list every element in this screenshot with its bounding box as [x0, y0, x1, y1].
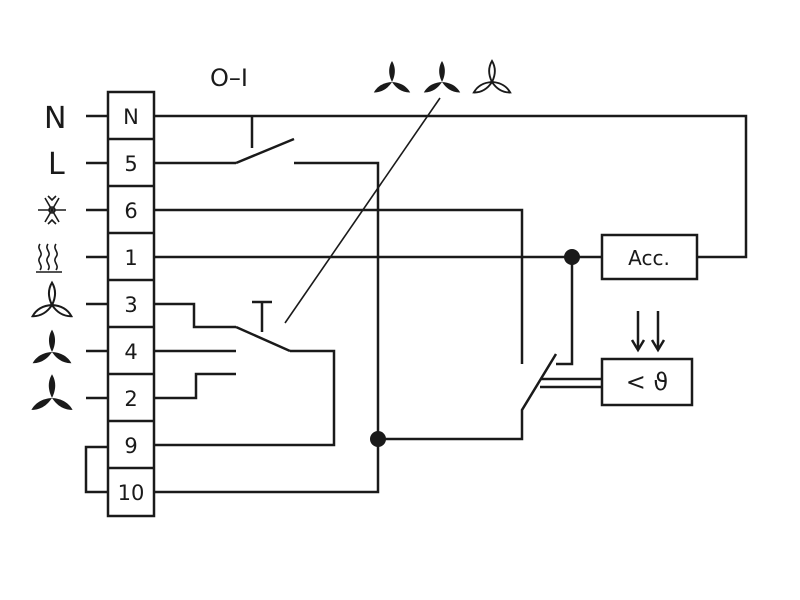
terminal-label: 6: [124, 199, 137, 223]
terminal-label: 9: [124, 434, 137, 458]
live-label: L: [48, 147, 65, 182]
junction-dot: [370, 431, 386, 447]
wiring: [154, 97, 748, 494]
sensor-box: [600, 357, 694, 407]
terminal-label: 10: [118, 481, 145, 505]
snowflake-icon: [38, 195, 66, 225]
terminal-label: 5: [124, 152, 137, 176]
acc-box: [600, 233, 699, 281]
terminal-label: 1: [124, 246, 137, 270]
junction-dot: [564, 249, 580, 265]
fan-speeds-icon: [372, 60, 513, 96]
switch-label: O–I: [210, 64, 248, 92]
heating-icon: [36, 243, 62, 273]
sensor-label: < ϑ: [626, 368, 669, 396]
fan-low-icon: [30, 281, 74, 320]
temperature-arrows-icon: [630, 311, 666, 353]
terminal-leader-lines: [86, 114, 108, 400]
neutral-label: N: [44, 101, 66, 136]
terminal-label: N: [123, 105, 139, 129]
terminal-label: 3: [124, 293, 137, 317]
terminal-block: N 5 6 1 3 4 2 9 10: [106, 90, 156, 518]
fan-medium-icon: [31, 329, 73, 366]
terminal-label: 4: [124, 340, 137, 364]
acc-label: Acc.: [628, 246, 670, 270]
terminal-label: 2: [124, 387, 137, 411]
fan-high-icon: [29, 374, 75, 413]
bridge-wire: [84, 445, 108, 494]
